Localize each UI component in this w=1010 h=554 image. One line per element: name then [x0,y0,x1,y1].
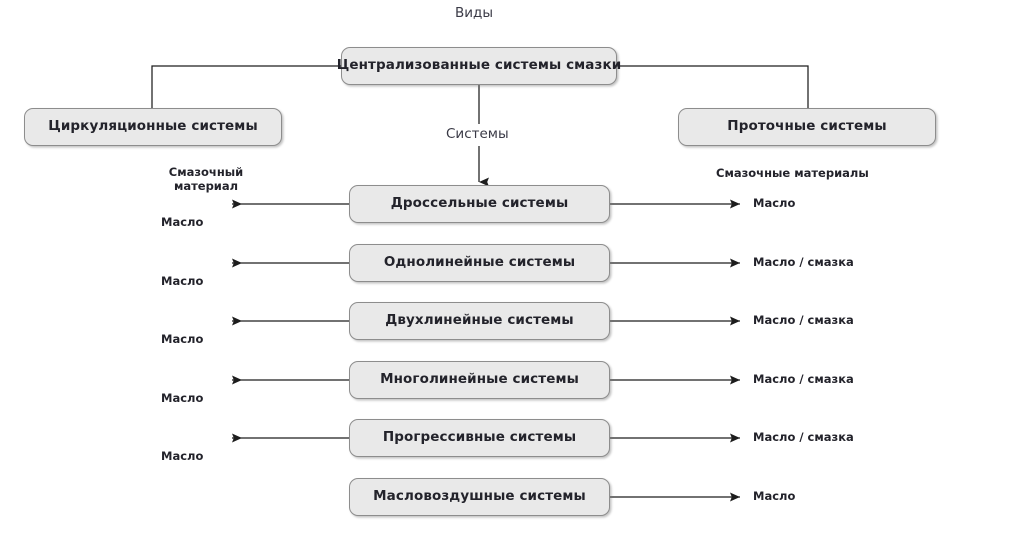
node-system-oil-air[interactable]: Масловоздушные системы [349,478,610,516]
node-root-centralized-lubrication-systems[interactable]: Централизованные системы смазки [337,47,621,85]
left-material-row-1: Масло [161,215,204,229]
left-material-row-5: Масло [161,449,204,463]
node-branch-circulating-systems[interactable]: Циркуляционные системы [24,108,282,146]
node-branch-flow-systems[interactable]: Проточные системы [678,108,936,146]
left-column-header: Смазочный материал [160,165,252,193]
node-system-multi-line[interactable]: Многолинейные системы [349,361,610,399]
node-system-multi-line-label: Многолинейные системы [380,371,579,388]
caption-sistemy: Системы [446,126,509,142]
node-root-label: Централизованные системы смазки [336,57,622,74]
right-material-row-6: Масло [753,489,796,503]
right-material-row-4: Масло / смазка [753,372,854,386]
node-system-throttle[interactable]: Дроссельные системы [349,185,610,223]
edge-root-to-circulating [151,65,341,108]
node-branch-flow-label: Проточные системы [727,118,887,135]
node-system-dual-line-label: Двухлинейные системы [385,312,574,329]
left-material-row-4: Масло [161,391,204,405]
node-system-dual-line[interactable]: Двухлинейные системы [349,302,610,340]
node-system-progressive[interactable]: Прогрессивные системы [349,419,610,457]
left-column-header-line-2: материал [173,178,239,193]
left-column-header-line-1: Смазочный [168,165,244,179]
right-material-row-3: Масло / смазка [753,313,854,327]
left-material-row-3: Масло [161,332,204,346]
node-branch-circulating-label: Циркуляционные системы [48,118,258,135]
node-system-single-line-label: Однолинейные системы [383,254,576,271]
node-system-throttle-label: Дроссельные системы [390,195,569,212]
node-system-progressive-label: Прогрессивные системы [382,429,577,446]
node-system-oil-air-label: Масловоздушные системы [373,488,586,505]
left-material-row-2: Масло [161,274,204,288]
right-material-row-5: Масло / смазка [753,430,854,444]
right-material-row-2: Масло / смазка [753,255,854,269]
node-system-single-line[interactable]: Однолинейные системы [349,244,610,282]
caption-vidy: Виды [455,5,494,21]
right-column-header: Смазочные материалы [716,166,869,180]
edge-root-to-flow [617,65,809,108]
right-material-row-1: Масло [753,196,796,210]
